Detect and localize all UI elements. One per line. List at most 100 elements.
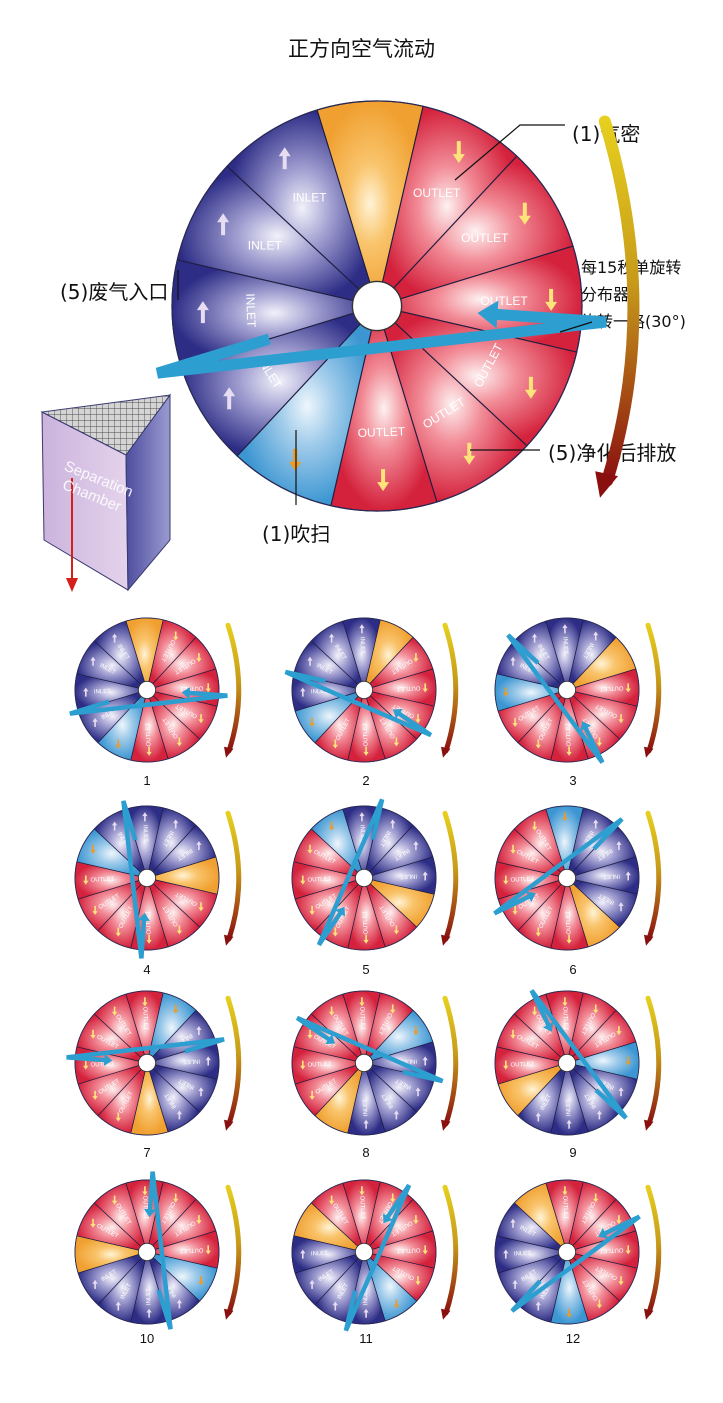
- outlet-sector-label: OUTLET: [358, 1006, 365, 1030]
- air-duct-arrowhead: [138, 912, 150, 922]
- inlet-flow-arrowhead: [92, 1279, 98, 1284]
- inlet-flow-arrowhead: [535, 1301, 541, 1306]
- inlet-sector-label: INLET: [311, 1251, 329, 1258]
- wheel-rim: [291, 1179, 437, 1325]
- inlet-flow-arrowhead: [535, 1112, 541, 1117]
- purge-flow-arrowhead: [503, 692, 509, 697]
- wheel-hub: [137, 1242, 157, 1262]
- purge-flow-arrowhead: [115, 744, 121, 749]
- outlet-flow-arrowhead: [566, 939, 572, 944]
- diagram-title: 正方向空气流动: [288, 37, 435, 61]
- rotation-arrow: [645, 995, 662, 1127]
- inlet-sector-label: INLET: [359, 637, 366, 655]
- outlet-flow-arrowhead: [307, 1035, 313, 1039]
- outlet-flow-arrowhead: [92, 911, 98, 915]
- wheel-hub: [557, 1053, 577, 1073]
- purge-flow-arrowhead: [413, 1031, 419, 1036]
- outlet-flow-arrowhead: [309, 1096, 315, 1100]
- rotation-note-line2: 分布器: [581, 285, 630, 304]
- step-label-2: 2: [362, 773, 370, 788]
- outlet-sector-label: OUTLET: [146, 722, 153, 746]
- air-duct: [493, 817, 624, 916]
- purge-flow-arrowhead: [90, 850, 96, 854]
- purge-flow-arrowhead: [562, 817, 568, 822]
- outlet-flow-arrowhead: [176, 742, 182, 747]
- rotation-arrow: [442, 622, 459, 754]
- air-duct-arrowhead: [392, 709, 403, 719]
- step-label-3: 3: [569, 773, 577, 788]
- outlet-flow-arrowhead: [142, 1191, 148, 1196]
- outlet-flow-arrowhead: [90, 1035, 96, 1039]
- wheel-rim: [291, 990, 437, 1136]
- inlet-flow-arrowhead: [196, 301, 209, 311]
- outlet-sector-label: OUTLET: [396, 684, 420, 691]
- wheel-rim: [74, 1179, 220, 1325]
- outlet-flow-arrowhead: [512, 911, 518, 915]
- inlet-flow-arrowhead: [532, 633, 538, 638]
- inlet-flow-arrowhead: [593, 631, 599, 636]
- outlet-flow-arrowhead: [413, 1220, 419, 1225]
- air-duct: [284, 669, 433, 738]
- air-duct-arrowhead: [181, 687, 191, 699]
- outlet-sector-label: OUTLET: [141, 1006, 148, 1030]
- inlet-flow-arrowhead: [176, 1299, 182, 1304]
- inlet-flow-arrowhead: [332, 1301, 338, 1306]
- inlet-flow-arrowhead: [566, 1119, 572, 1124]
- rotation-arrow: [442, 995, 459, 1127]
- inlet-flow-arrowhead: [510, 656, 516, 661]
- rotation-arrow: [645, 810, 662, 942]
- outlet-flow-arrowhead: [83, 880, 89, 885]
- inlet-flow-arrowhead: [142, 812, 148, 817]
- outlet-sector-label: OUTLET: [599, 1246, 623, 1253]
- rotation-arrowhead: [224, 1308, 234, 1320]
- air-duct-arrowhead: [144, 1208, 156, 1218]
- outlet-flow-arrowhead: [422, 688, 428, 693]
- inlet-flow-arrowhead: [196, 1026, 202, 1030]
- inlet-flow-arrowhead: [83, 687, 89, 692]
- purge-flow-arrowhead: [393, 1304, 399, 1309]
- outlet-flow-arrowhead: [390, 1198, 396, 1203]
- outlet-flow-arrowhead: [393, 930, 399, 935]
- outlet-sector-label: OUTLET: [461, 231, 509, 245]
- inlet-flow-arrowhead: [173, 819, 179, 824]
- air-duct-arrowhead: [103, 1054, 113, 1066]
- inlet-flow-arrowhead: [512, 1279, 518, 1284]
- purge-flow-arrowhead: [329, 826, 335, 831]
- rotation-arrowhead: [441, 1119, 451, 1131]
- outlet-flow-arrowhead: [562, 1002, 568, 1007]
- air-duct-arrowhead: [383, 1213, 393, 1224]
- rotation-arrowhead: [441, 1308, 451, 1320]
- wheel-hub: [137, 680, 157, 700]
- inlet-flow-arrowhead: [278, 147, 291, 157]
- outlet-sector-label: OUTLET: [480, 294, 528, 308]
- rotation-arrow: [645, 622, 662, 754]
- inlet-sector-label: INLET: [311, 689, 329, 696]
- outlet-flow-arrowhead: [329, 1200, 335, 1205]
- outlet-flow-arrowhead: [625, 688, 631, 693]
- inlet-flow-arrowhead: [510, 1218, 516, 1223]
- air-duct-arrowhead: [525, 891, 536, 903]
- outlet-flow-arrowhead: [92, 1096, 98, 1100]
- step-wheel-1: OUTLETOUTLETOUTLETOUTLETOUTLETOUTLETINLE…: [69, 617, 242, 763]
- exhaust-inlet-label: (5)废气入口: [60, 280, 169, 304]
- inlet-flow-arrowhead: [309, 1279, 315, 1284]
- outlet-flow-arrowhead: [518, 215, 531, 225]
- inlet-flow-arrowhead: [112, 633, 118, 638]
- inlet-flow-arrowhead: [390, 819, 396, 824]
- inlet-flow-arrowhead: [562, 624, 568, 629]
- air-duct: [295, 1015, 444, 1084]
- outlet-flow-arrowhead: [329, 1011, 335, 1016]
- inlet-flow-arrowhead: [359, 624, 365, 629]
- outlet-flow-arrowhead: [532, 826, 538, 831]
- outlet-sector-label: OUTLET: [396, 1246, 420, 1253]
- outlet-flow-arrowhead: [524, 389, 537, 399]
- wheel-hub: [557, 1242, 577, 1262]
- step-label-8: 8: [362, 1145, 370, 1160]
- air-duct: [316, 798, 385, 947]
- inlet-sector-label: INLET: [514, 1251, 532, 1258]
- air-duct-arrowhead: [580, 721, 592, 732]
